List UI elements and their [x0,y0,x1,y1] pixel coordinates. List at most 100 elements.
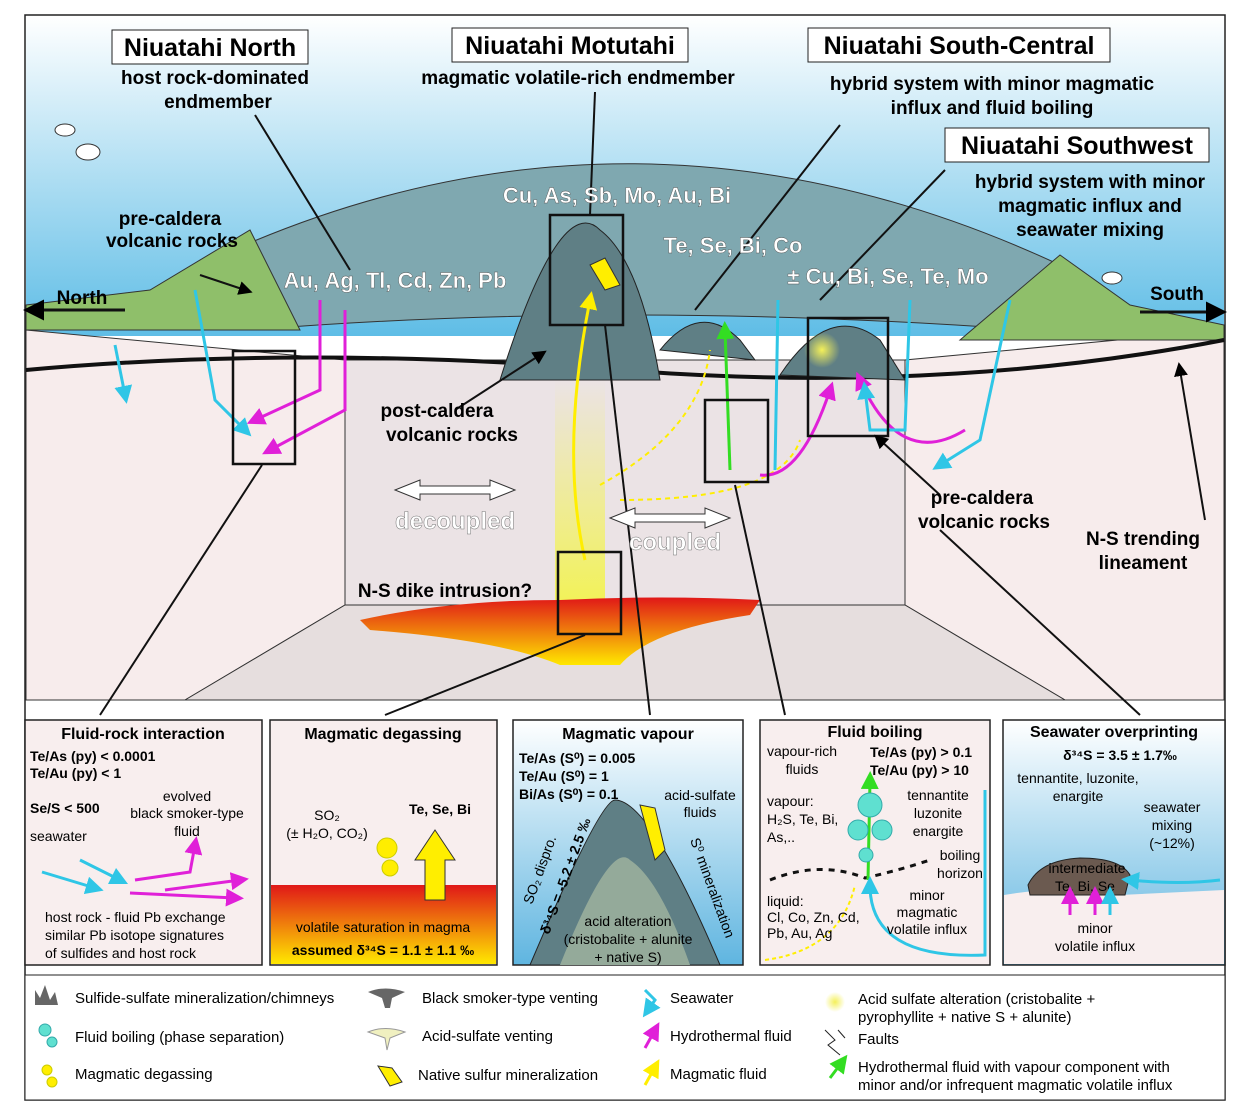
site-motutahi: Niuatahi Motutahi magmatic volatile-rich… [421,27,735,208]
label: Te/Au (S⁰) = 1 [519,768,609,784]
label: pre-caldera [119,209,222,230]
label: tennantite [907,787,969,803]
label: hybrid system with minor [975,172,1206,193]
label: lineament [1099,553,1188,574]
label: volatile influx [1055,938,1135,954]
chimney-icon [35,985,58,1005]
label: volatile saturation in magma [296,919,471,935]
south-central-volcano [659,321,757,361]
pre-caldera-rocks-south [958,254,1225,341]
boiling-bubbles-icon [38,1023,58,1048]
label: Sulfide-sulfate mineralization/chimneys [75,990,334,1007]
label: post-caldera [381,401,494,422]
label: influx and fluid boiling [891,98,1094,119]
black-smoker-icon [368,988,405,1008]
label: evolved [163,788,211,804]
label: Te/Au (py) > 10 [870,762,969,778]
label: mixing [1152,817,1192,833]
label: coupled [629,529,721,556]
label: Te, Bi, Se [1055,878,1115,894]
label: liquid: [767,893,804,909]
label: H₂S, Te, Bi, [767,811,838,827]
label: minor [1077,920,1112,936]
label: Te/As (py) < 0.0001 [30,748,156,764]
label: Native sulfur mineralization [418,1067,598,1084]
label: acid-sulfate [664,787,736,803]
faults-icon [824,1029,846,1056]
label: Black smoker-type venting [422,990,598,1007]
label: tennantite, luzonite, [1017,770,1138,786]
legend: Sulfide-sulfate mineralization/chimneys … [24,974,1226,1101]
label: of sulfides and host rock [45,945,197,961]
label: hybrid system with minor magmatic [830,74,1155,95]
block-labels: pre-caldera volcanic rocks North South p… [57,209,1204,602]
label: Fluid boiling [827,724,922,741]
panel-seawater-overprinting: Seawater overprinting δ³⁴S = 3.5 ± 1.7‰ … [1002,719,1226,966]
dike-intrusion [360,597,760,665]
panel-magmatic-vapour: Magmatic vapour Te/As (S⁰) = 0.005 Te/Au… [512,719,744,966]
label: Cu, As, Sb, Mo, Au, Bi [503,183,731,208]
magmatic-arrow-icon [642,1059,660,1086]
label: seawater [1144,799,1201,815]
label: δ³⁴S = 3.5 ± 1.7‰ [1063,747,1177,763]
label: seawater [30,828,87,844]
label: fluids [684,804,717,820]
site-name: Niuatahi North [124,34,296,62]
coupled-arrow [608,507,732,529]
decoupled-arrow [393,479,517,501]
label: similar Pb isotope signatures [45,927,224,943]
label: assumed δ³⁴S = 1.1 ± 1.1 ‰ [292,942,474,958]
label: Magmatic fluid [670,1066,767,1083]
label: Pb, Au, Ag [767,925,832,941]
label: Magmatic vapour [562,726,694,743]
magmatic-plume [555,380,605,600]
label: decoupled [395,508,515,535]
label: Acid-sulfate venting [422,1028,553,1045]
label: Acid sulfate alteration (cristobalite + [858,991,1095,1008]
label: volcanic rocks [918,512,1050,533]
label: seawater mixing [1016,220,1164,241]
label: Te, Se, Bi, Co [664,233,803,258]
fish-icon [54,123,1123,285]
label: Magmatic degassing [75,1066,213,1083]
label: South [1150,284,1204,305]
label: Faults [858,1031,899,1048]
seawater-arrow-icon [642,988,661,1018]
hydrothermal-arrow-icon [642,1022,660,1049]
label: magmatic [897,904,958,920]
panel-magmatic-degassing: Magmatic degassing SO₂ (± H₂O, CO₂) Te, … [269,719,498,966]
block-diagram [23,16,1227,716]
pre-caldera-rocks-north [25,229,301,331]
label: Hydrothermal fluid [670,1028,792,1045]
label: N-S dike intrusion? [358,581,532,602]
label: + native S) [594,949,661,965]
acid-sulfate-venting-icon [366,1028,407,1051]
label: Fluid-rock interaction [61,726,225,743]
label: North [57,288,108,309]
label: fluid [174,823,200,839]
label: Niuatahi South-Central [824,32,1095,60]
label: volcanic rocks [386,425,518,446]
label: Bi/As (S⁰) = 0.1 [519,786,619,802]
label: acid alteration [584,913,671,929]
acid-sulfate-alteration-icon [825,992,845,1012]
label: Te, Se, Bi [409,801,471,817]
label: volatile influx [887,921,967,937]
label: Magmatic degassing [304,726,461,743]
native-sulfur-icon [377,1065,403,1087]
label: black smoker-type [130,805,244,821]
label: vapour-rich [767,743,837,759]
label: Niuatahi Motutahi [465,32,675,60]
label: N-S trending [1086,529,1200,550]
label: magmatic influx and [998,196,1182,217]
label: Te/Au (py) < 1 [30,765,121,781]
label: pyrophyllite + native S + alunite) [858,1009,1071,1026]
degassing-bubbles-icon [41,1064,58,1088]
label: (cristobalite + alunite [564,931,693,947]
label: pre-caldera [931,488,1034,509]
mixed-arrow-icon [828,1054,848,1079]
label: Seawater overprinting [1030,724,1198,741]
label: Hydrothermal fluid with vapour component… [858,1059,1170,1076]
label: minor [909,887,944,903]
